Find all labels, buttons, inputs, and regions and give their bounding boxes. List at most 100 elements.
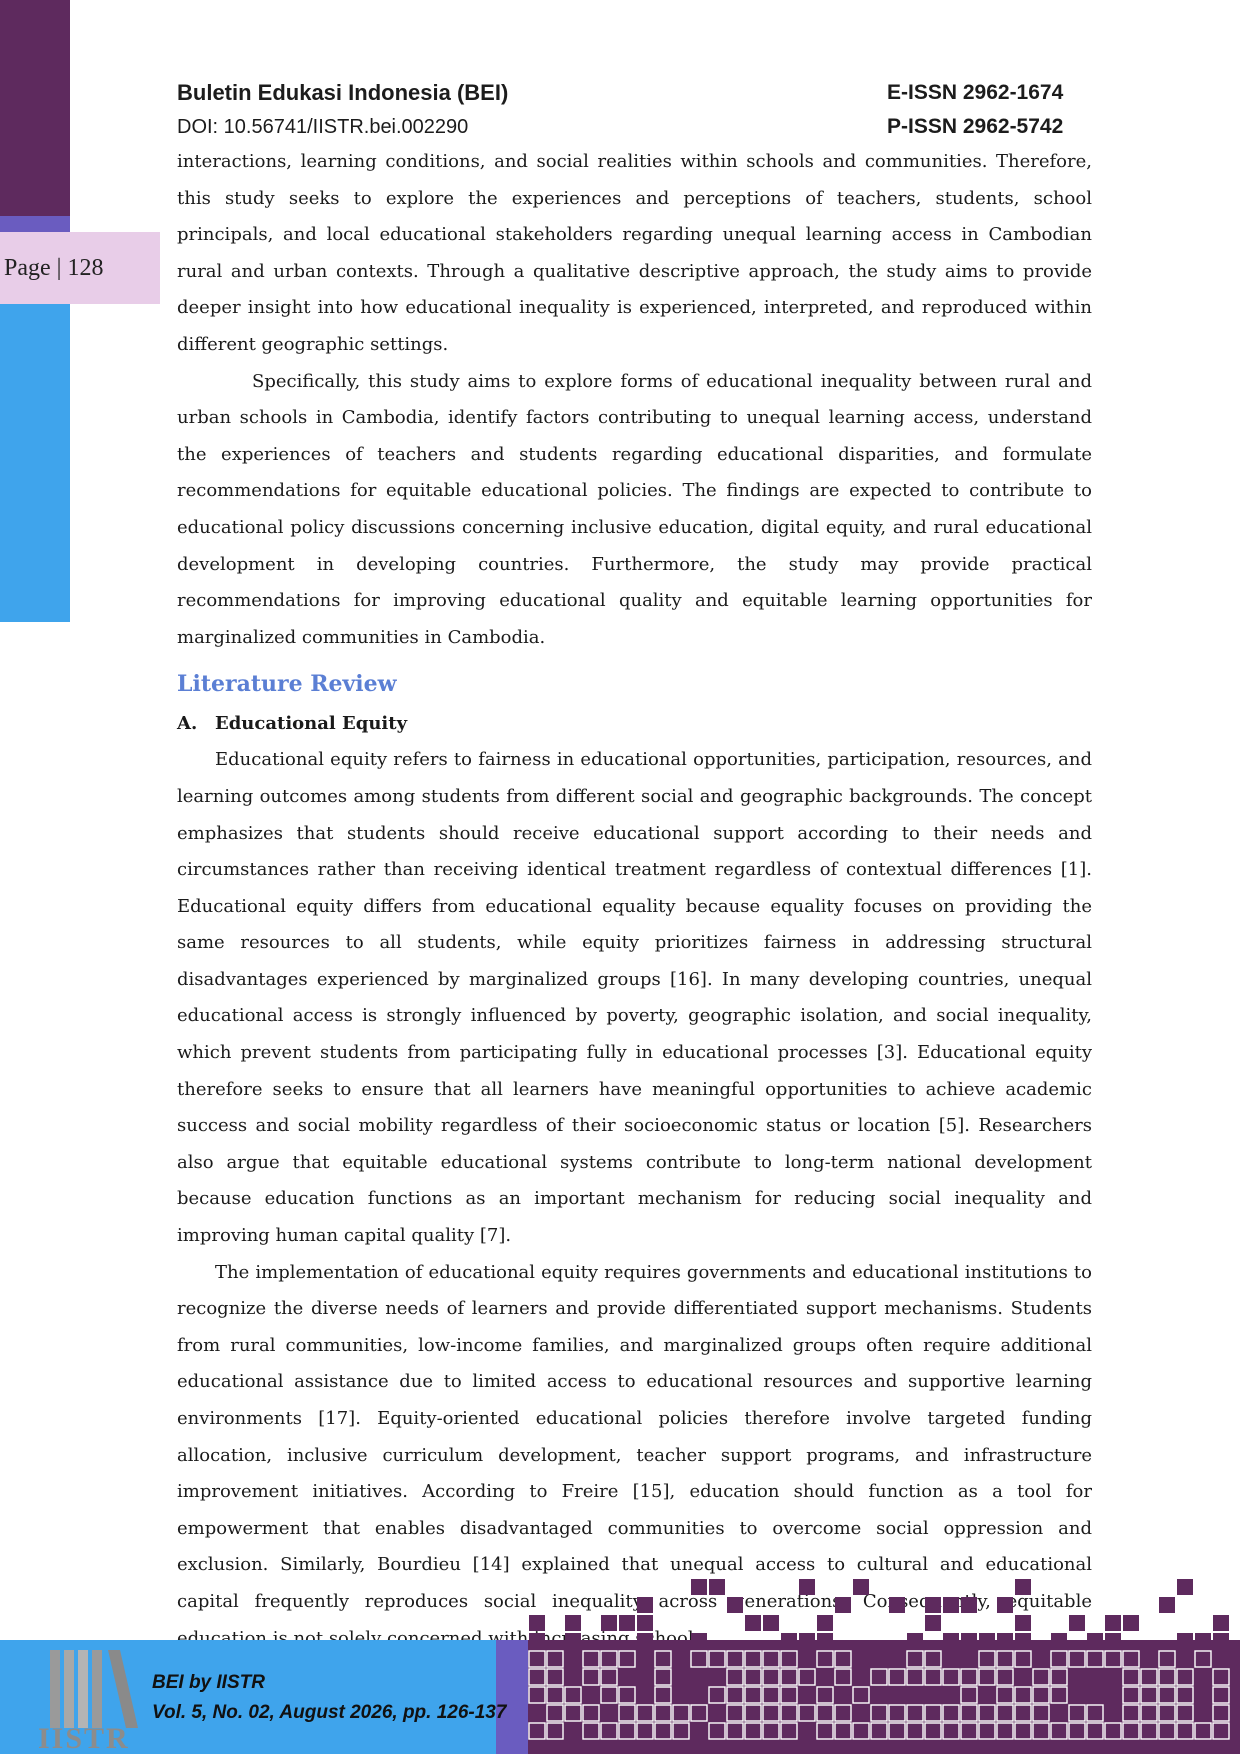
page-number: Page | 128 xyxy=(4,254,104,281)
mosaic-tile xyxy=(978,1650,996,1668)
mosaic-tile xyxy=(600,1686,618,1704)
mosaic-tile xyxy=(546,1668,564,1686)
mosaic-tile xyxy=(870,1722,888,1740)
mosaic-tile xyxy=(565,1615,581,1631)
mosaic-tile xyxy=(816,1650,834,1668)
mosaic-tile xyxy=(996,1722,1014,1740)
mosaic-tile xyxy=(528,1722,546,1740)
mosaic-tile xyxy=(943,1633,959,1649)
mosaic-tile xyxy=(744,1650,762,1668)
mosaic-tile xyxy=(1158,1704,1176,1722)
mosaic-tile xyxy=(564,1704,582,1722)
mosaic-tile xyxy=(1212,1668,1230,1686)
mosaic-tile xyxy=(1212,1722,1230,1740)
mosaic-tile xyxy=(1050,1650,1068,1668)
mosaic-tile xyxy=(1050,1722,1068,1740)
mosaic-tile xyxy=(1177,1579,1193,1595)
mosaic-tile xyxy=(978,1704,996,1722)
mosaic-tile xyxy=(978,1722,996,1740)
mosaic-tile xyxy=(780,1668,798,1686)
footer-line-2: Vol. 5, No. 02, August 2026, pp. 126-137 xyxy=(152,1702,507,1723)
mosaic-tile xyxy=(1122,1722,1140,1740)
mosaic-tile xyxy=(960,1722,978,1740)
mosaic-tile xyxy=(835,1597,851,1613)
eissn: E-ISSN 2962-1674 xyxy=(887,81,1064,104)
article-body: interactions, learning conditions, and s… xyxy=(177,144,1092,1657)
mosaic-tile xyxy=(834,1704,852,1722)
mosaic-tile xyxy=(781,1633,797,1649)
mosaic-tile xyxy=(672,1722,690,1740)
mosaic-tile xyxy=(690,1704,708,1722)
mosaic-tile xyxy=(654,1650,672,1668)
mosaic-tile xyxy=(1158,1686,1176,1704)
mosaic-tile xyxy=(979,1633,995,1649)
mosaic-tile xyxy=(834,1722,852,1740)
mosaic-tile xyxy=(709,1579,725,1595)
mosaic-tile xyxy=(618,1686,636,1704)
mosaic-tile xyxy=(888,1668,906,1686)
journal-title: Buletin Edukasi Indonesia (BEI) xyxy=(177,80,509,105)
mosaic-tile xyxy=(1032,1722,1050,1740)
mosaic-tile xyxy=(708,1650,726,1668)
mosaic-tile xyxy=(1087,1633,1103,1649)
mosaic-tile xyxy=(1123,1615,1139,1631)
mosaic-tile xyxy=(1051,1633,1067,1649)
mosaic-tile xyxy=(997,1597,1013,1613)
mosaic-tile xyxy=(654,1704,672,1722)
mosaic-tile xyxy=(816,1722,834,1740)
mosaic-tile xyxy=(726,1686,744,1704)
mosaic-tile xyxy=(907,1633,923,1649)
mosaic-tile xyxy=(978,1668,996,1686)
mosaic-tile xyxy=(1086,1722,1104,1740)
mosaic-tile xyxy=(1015,1633,1031,1649)
mosaic-tile xyxy=(853,1579,869,1595)
mosaic-tile xyxy=(1140,1668,1158,1686)
mosaic-tile xyxy=(690,1650,708,1668)
mosaic-tile xyxy=(942,1668,960,1686)
paragraph-4: The implementation of educational equity… xyxy=(177,1261,1092,1649)
mosaic-tile xyxy=(654,1686,672,1704)
mosaic-tile xyxy=(691,1633,707,1649)
mosaic-tile xyxy=(925,1615,941,1631)
mosaic-tile xyxy=(925,1597,941,1613)
mosaic-tile xyxy=(691,1579,707,1595)
sidebar-purple-band xyxy=(0,0,70,216)
footer-citation: BEI by IISTR Vol. 5, No. 02, August 2026… xyxy=(152,1668,506,1728)
mosaic-tile xyxy=(744,1668,762,1686)
mosaic-tile xyxy=(870,1704,888,1722)
mosaic-tile xyxy=(654,1668,672,1686)
mosaic-tile xyxy=(1014,1686,1032,1704)
mosaic-tile xyxy=(1050,1668,1068,1686)
mosaic-tile xyxy=(924,1650,942,1668)
mosaic-tile xyxy=(1176,1722,1194,1740)
mosaic-tile xyxy=(726,1722,744,1740)
mosaic-tile xyxy=(996,1686,1014,1704)
mosaic-tile xyxy=(1086,1650,1104,1668)
mosaic-tile xyxy=(888,1722,906,1740)
mosaic-tile xyxy=(996,1704,1014,1722)
mosaic-tile xyxy=(582,1650,600,1668)
mosaic-tile xyxy=(744,1722,762,1740)
iistr-logo-icon xyxy=(50,1650,138,1728)
mosaic-tile xyxy=(600,1722,618,1740)
mosaic-tile xyxy=(799,1633,815,1649)
mosaic-tile xyxy=(942,1704,960,1722)
mosaic-tile xyxy=(889,1597,905,1613)
mosaic-tile xyxy=(762,1650,780,1668)
mosaic-tile xyxy=(1014,1704,1032,1722)
mosaic-tile xyxy=(961,1633,977,1649)
mosaic-tile xyxy=(600,1650,618,1668)
mosaic-tile xyxy=(906,1704,924,1722)
mosaic-tile xyxy=(601,1615,617,1631)
mosaic-tile xyxy=(726,1668,744,1686)
mosaic-tile xyxy=(762,1704,780,1722)
mosaic-tile xyxy=(1194,1650,1212,1668)
mosaic-tile xyxy=(1015,1615,1031,1631)
mosaic-tile xyxy=(960,1686,978,1704)
mosaic-tile xyxy=(817,1633,833,1649)
mosaic-tile xyxy=(780,1650,798,1668)
mosaic-tile xyxy=(799,1579,815,1595)
subsection-heading: A. Educational Equity xyxy=(177,706,1092,742)
mosaic-tile xyxy=(906,1722,924,1740)
mosaic-tile xyxy=(852,1686,870,1704)
